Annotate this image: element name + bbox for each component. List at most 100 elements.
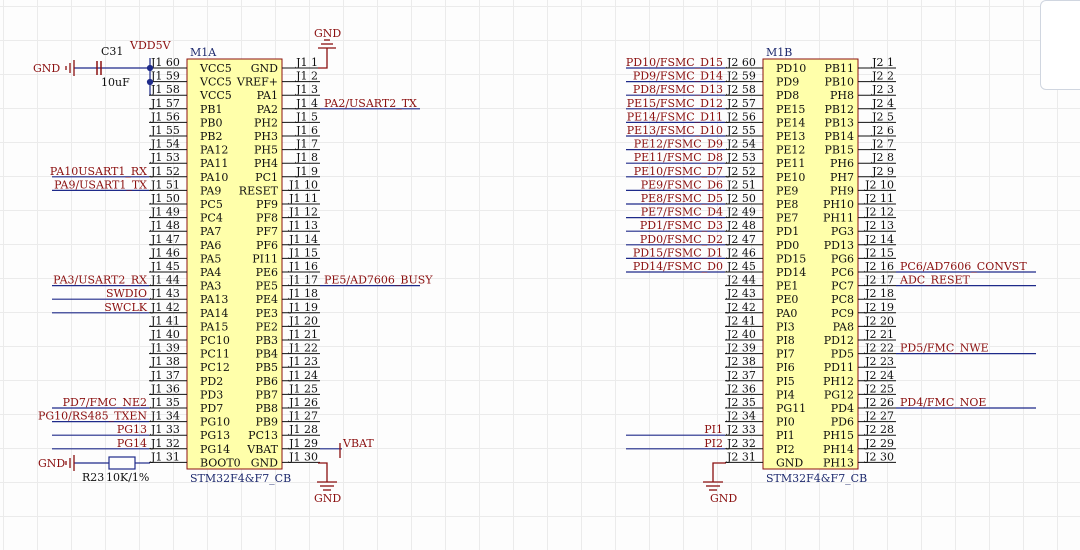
pin-name: PC4: [200, 212, 223, 225]
pin-name: PC13: [248, 429, 278, 442]
pin-name: PB7: [256, 388, 278, 401]
pin-number: J2 8: [871, 151, 894, 164]
pin-name: PH15: [823, 429, 854, 442]
pin-name: PB5: [256, 361, 278, 374]
pin-name: PB10: [825, 76, 854, 89]
pin-number: J2 57: [726, 97, 756, 110]
pin-name: PB11: [825, 62, 854, 75]
gnd-symbol-left-bottom: [65, 455, 75, 471]
pin-number: J1 20: [288, 314, 318, 327]
pin-number: J2 52: [726, 165, 756, 178]
pin-name: PG13: [200, 429, 230, 442]
pin-name: GND: [776, 456, 803, 469]
pin-number: J1 57: [150, 97, 180, 110]
pin-number: J1 21: [288, 328, 318, 341]
pin-number: J1 23: [288, 355, 318, 368]
pin-name: PH14: [823, 443, 854, 456]
pin-number: J2 38: [726, 355, 756, 368]
pin-name: PA3: [200, 280, 221, 293]
gnd-symbol-top: [318, 39, 336, 69]
pin-name: PH5: [254, 144, 278, 157]
gnd-label-left-bottom: GND: [38, 457, 65, 470]
pin-name: VREF+: [236, 76, 278, 89]
cap-ref: C31: [101, 45, 123, 58]
pin-number: J1 45: [150, 260, 180, 273]
pin-number: J2 19: [864, 301, 894, 314]
net-label: SWCLK: [104, 301, 148, 314]
pin-name: PI1: [776, 429, 795, 442]
resistor-r23: [74, 456, 150, 470]
pin-number: J1 54: [150, 138, 180, 151]
pin-name: PC5: [200, 198, 223, 211]
pin-number: J1 22: [288, 342, 318, 355]
pin-name: PC8: [831, 293, 854, 306]
pin-number: J1 34: [150, 410, 180, 423]
net-label: PG10/RS485_TXEN: [38, 410, 147, 423]
pin-name: PB4: [256, 348, 278, 361]
junction-dot: [146, 78, 154, 86]
pin-name: PC11: [200, 348, 230, 361]
pin-number: J1 48: [150, 219, 180, 232]
pin-number: J1 47: [150, 233, 180, 246]
pin-name: PE11: [776, 157, 805, 170]
pin-name: PA15: [200, 320, 228, 333]
pin-number: J2 25: [864, 382, 894, 395]
gnd-label-bottom: GND: [314, 492, 341, 505]
pin-name: PD15: [776, 252, 806, 265]
resistor-value: 10K/1%: [106, 471, 149, 484]
pin-name: PC7: [831, 280, 854, 293]
overlay-panel: [1040, 0, 1080, 90]
net-label: PD5/FMC_NWE: [900, 342, 989, 355]
pin-name: PB12: [825, 103, 854, 116]
gnd-wire: [712, 462, 726, 482]
net-label: PD10/FSMC_D15: [626, 56, 723, 69]
pin-name: PD9: [776, 76, 799, 89]
pin-number: J2 48: [726, 219, 756, 232]
pin-number: J2 35: [726, 396, 756, 409]
net-label: PI1: [704, 423, 723, 436]
pin-name: PA10: [200, 171, 228, 184]
pin-number: J2 41: [726, 314, 756, 327]
pin-name: PF8: [256, 212, 278, 225]
pin-number: J2 5: [871, 110, 894, 123]
pin-name: PB2: [200, 130, 222, 143]
pin-number: J2 26: [864, 396, 894, 409]
pin-name: PC6: [831, 266, 854, 279]
pin-name: PD8: [776, 89, 799, 102]
pin-name: PE1: [776, 280, 798, 293]
pin-name: GND: [251, 456, 278, 469]
pin-name: PI6: [776, 361, 795, 374]
pin-name: PI0: [776, 416, 795, 429]
m1a-designator: M1A: [190, 46, 217, 59]
pin-name: PE15: [776, 103, 805, 116]
m1a-part: STM32F4&F7_CB: [190, 472, 291, 485]
pin-number: J1 12: [288, 206, 318, 219]
pin-number: J2 7: [871, 138, 894, 151]
pin-name: PA2: [257, 103, 278, 116]
vdd-label: VDD5V: [129, 39, 172, 52]
pin-name: VCC5: [199, 62, 232, 75]
pin-number: J1 16: [288, 260, 318, 273]
pin-name: BOOT0: [200, 456, 241, 469]
pin-number: J1 10: [288, 178, 318, 191]
pin-name: PE10: [776, 171, 805, 184]
pin-name: PB8: [256, 402, 278, 415]
pin-number: J1 37: [150, 369, 180, 382]
pin-number: J1 50: [150, 192, 180, 205]
pin-name: PA8: [833, 320, 854, 333]
pin-name: PH6: [830, 157, 854, 170]
pin-name: PD14: [776, 266, 806, 279]
pin-number: J2 47: [726, 233, 756, 246]
capacitor-c31: [96, 61, 102, 75]
net-label: PG13: [117, 423, 147, 436]
pin-number: J1 14: [288, 233, 318, 246]
pin-number: J1 32: [150, 437, 180, 450]
pin-name: PD1: [776, 225, 799, 238]
pin-name: PD7: [200, 402, 223, 415]
pin-name: PD6: [831, 416, 854, 429]
m1b-body: [762, 58, 859, 470]
pin-name: PI11: [252, 252, 278, 265]
gnd-label-right: GND: [710, 492, 737, 505]
